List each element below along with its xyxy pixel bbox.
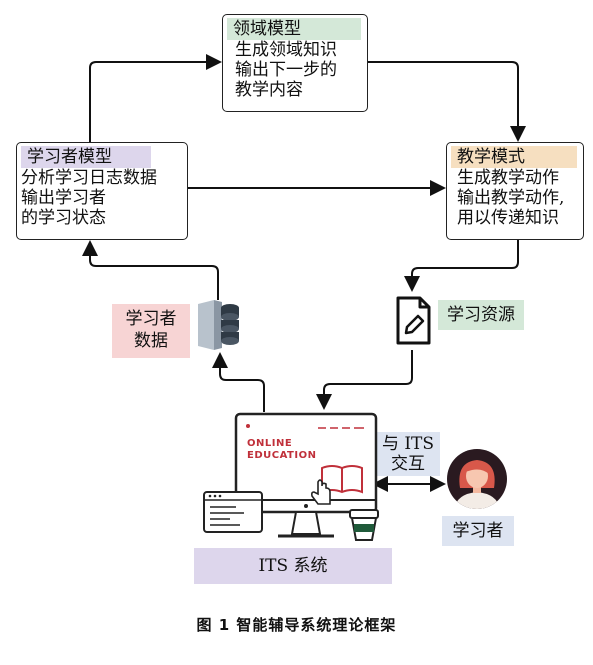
- screen-text-education: EDUCATION: [247, 450, 317, 461]
- learner-model-line-3: 的学习状态: [21, 208, 106, 228]
- arrow-teaching-to-resource: [404, 238, 519, 292]
- interaction-line-2: 交互: [391, 454, 425, 474]
- domain-model-line-3: 教学内容: [235, 80, 303, 100]
- domain-model-line-1: 生成领域知识: [235, 40, 337, 60]
- database-icon: [198, 300, 239, 350]
- document-edit-icon: [396, 296, 431, 345]
- learner-data-label: 学习者 数据: [112, 304, 190, 358]
- domain-model-line-2: 输出下一步的: [235, 60, 337, 80]
- arrow-domain-to-teaching: [368, 61, 526, 142]
- arrow-learner-to-domain: [89, 54, 222, 143]
- teaching-model-line-1: 生成教学动作: [457, 168, 559, 188]
- interaction-line-1: 与 ITS: [381, 434, 435, 454]
- arrow-data-to-learner: [82, 240, 219, 300]
- domain-model-box: 领域模型 生成领域知识 输出下一步的 教学内容: [222, 14, 368, 112]
- learner-model-line-1: 分析学习日志数据: [21, 168, 157, 188]
- arrow-system-to-data: [212, 352, 265, 412]
- learning-resource-label: 学习资源: [438, 300, 524, 330]
- learner-model-box: 学习者模型 分析学习日志数据 输出学习者 的学习状态: [16, 142, 188, 240]
- teaching-model-box: 教学模式 生成教学动作 输出教学动作, 用以传递知识: [446, 142, 584, 240]
- figure-caption: 图 1 智能辅导系统理论框架: [196, 616, 397, 634]
- interaction-label: 与 ITS 交互: [376, 432, 440, 476]
- computer-illustration: [203, 412, 379, 541]
- arrow-resource-to-system: [316, 350, 413, 410]
- teaching-model-line-3: 用以传递知识: [457, 208, 559, 228]
- learner-avatar-icon: [447, 449, 507, 509]
- learner-model-title: 学习者模型: [21, 146, 151, 168]
- learner-label: 学习者: [442, 516, 514, 546]
- its-system-label: ITS 系统: [258, 556, 328, 576]
- learner-model-line-2: 输出学习者: [21, 188, 106, 208]
- domain-model-title: 领域模型: [227, 18, 361, 40]
- learner-data-line-1: 学习者: [125, 309, 177, 329]
- teaching-model-line-2: 输出教学动作,: [457, 188, 565, 208]
- teaching-model-title: 教学模式: [451, 146, 577, 168]
- screen-text-online: ONLINE: [247, 438, 293, 449]
- learner-data-line-2: 数据: [134, 331, 168, 351]
- its-system-bar: ITS 系统: [194, 548, 392, 584]
